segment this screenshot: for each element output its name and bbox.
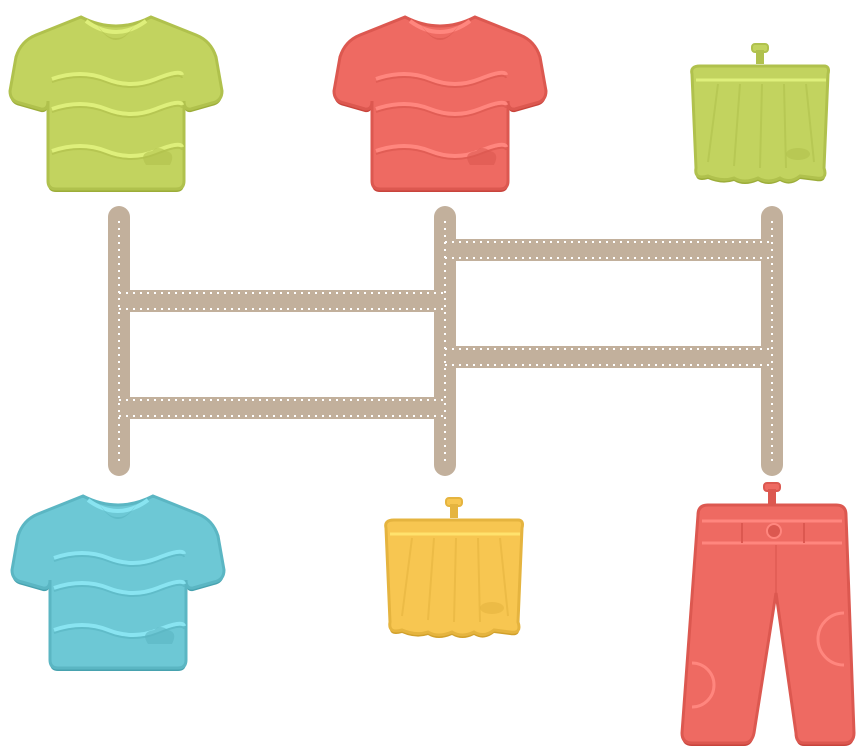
ladder-rung	[445, 349, 772, 365]
bottom-item-teal-tshirt[interactable]	[8, 484, 228, 674]
ladder-rung	[119, 400, 445, 416]
bottom-item-yellow-skirt[interactable]	[372, 496, 532, 646]
top-item-red-tshirt[interactable]	[330, 5, 550, 195]
pants-icon	[678, 483, 863, 748]
tshirt-icon	[330, 5, 550, 195]
bottom-item-red-pants[interactable]	[678, 483, 863, 748]
skirt-icon	[678, 42, 838, 192]
top-item-green-tshirt[interactable]	[6, 5, 226, 195]
ladder-rung	[119, 293, 445, 309]
skirt-icon	[372, 496, 532, 646]
tshirt-icon	[6, 5, 226, 195]
tshirt-icon	[8, 484, 228, 674]
ladder-rung	[445, 242, 772, 258]
top-item-green-skirt[interactable]	[678, 42, 838, 192]
